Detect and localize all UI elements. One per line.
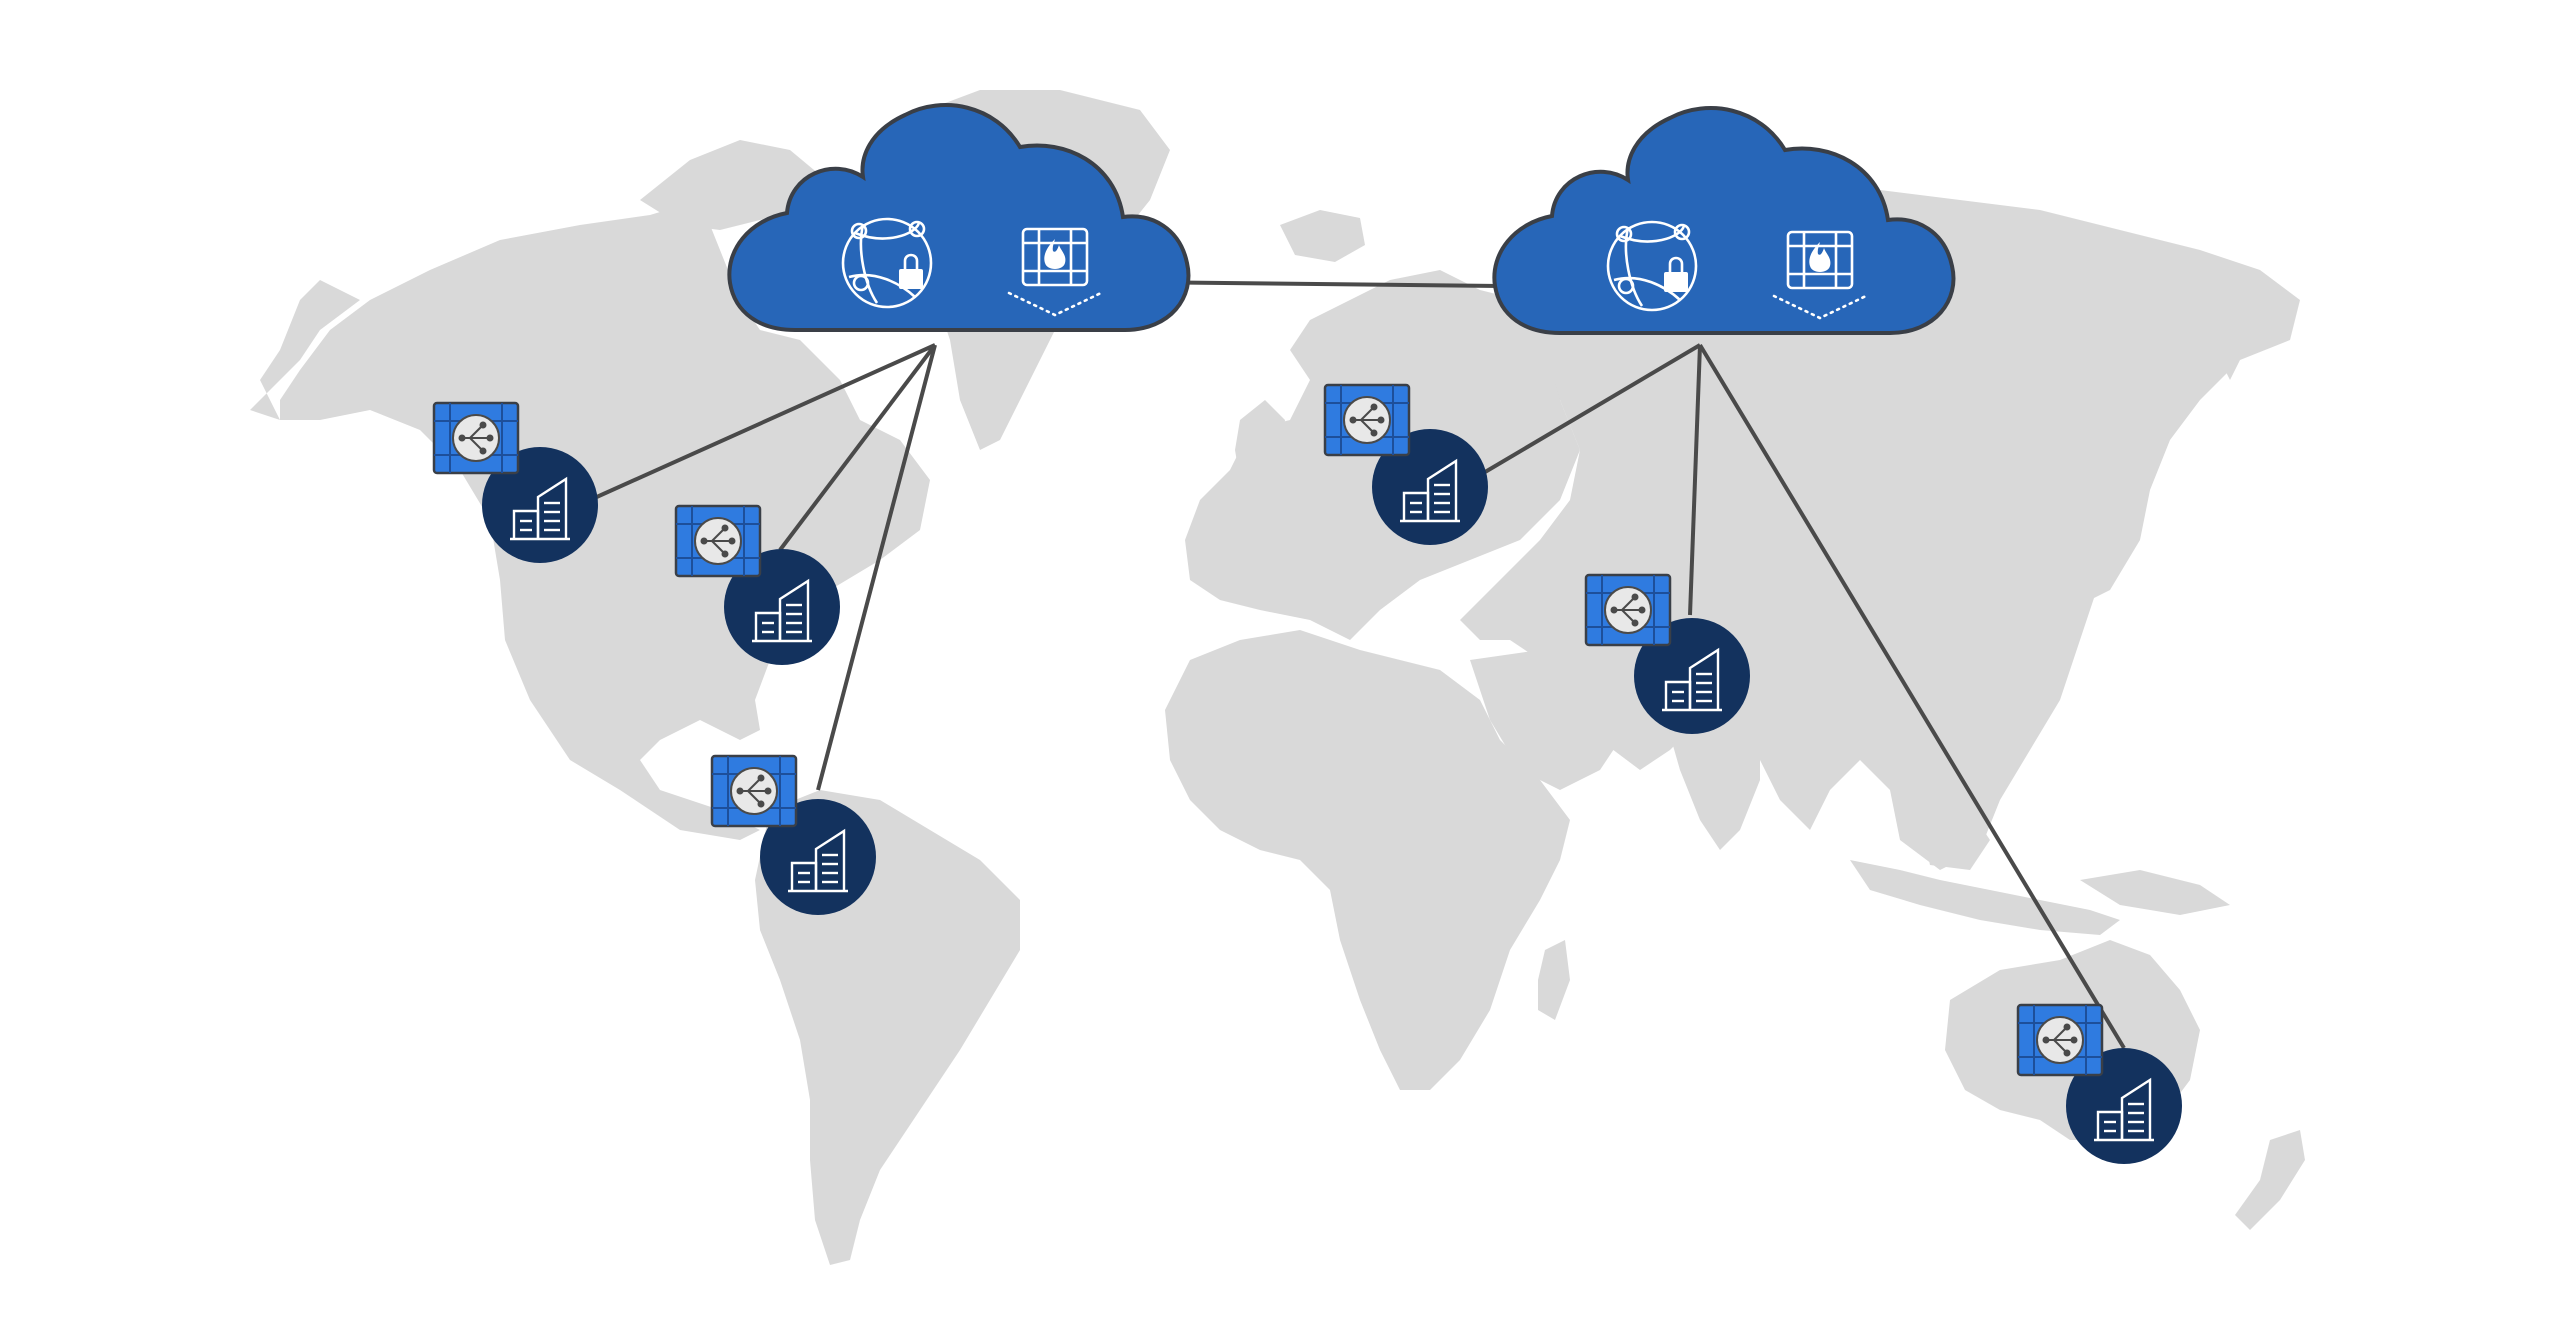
region-indonesia — [1850, 860, 2120, 935]
gateway-icon — [432, 401, 520, 475]
link-hub-east-to-site-australia — [1698, 343, 2126, 1050]
hub-east[interactable] — [1492, 106, 1956, 335]
connection-links — [589, 280, 2126, 1050]
link-hub-east-to-site-middle-east — [1688, 344, 1702, 616]
island-madagascar — [1538, 940, 1570, 1020]
region-alaska — [250, 280, 360, 420]
gateway-icon — [674, 504, 762, 578]
island-britain — [1235, 400, 1285, 490]
region-borneo — [1920, 810, 1990, 870]
link-hub-west-to-site-northwest-america — [589, 343, 936, 502]
continent-north-america — [280, 200, 930, 840]
world-map-background — [250, 90, 2305, 1265]
gateway-icon — [1323, 383, 1411, 457]
region-new-guinea — [2080, 870, 2230, 915]
gateway-icon — [1584, 573, 1672, 647]
region-arabia — [1470, 650, 1620, 790]
region-kamchatka — [2215, 280, 2260, 380]
link-hub-east-to-site-europe — [1478, 343, 1702, 477]
region-arctic-islands — [640, 140, 820, 230]
island-iceland — [1280, 210, 1365, 262]
gateway-icon — [2016, 1003, 2104, 1077]
island-new-zealand — [2235, 1130, 2305, 1230]
link-hub-west-to-site-south-america — [816, 344, 937, 791]
link-hub-west-to-site-east-america — [778, 343, 937, 552]
region-india — [1660, 700, 1760, 850]
gateway-icon — [710, 754, 798, 828]
island-japan — [2080, 470, 2150, 600]
continent-africa — [1165, 630, 1570, 1090]
link-hub-west-to-hub-east — [1129, 280, 1501, 288]
